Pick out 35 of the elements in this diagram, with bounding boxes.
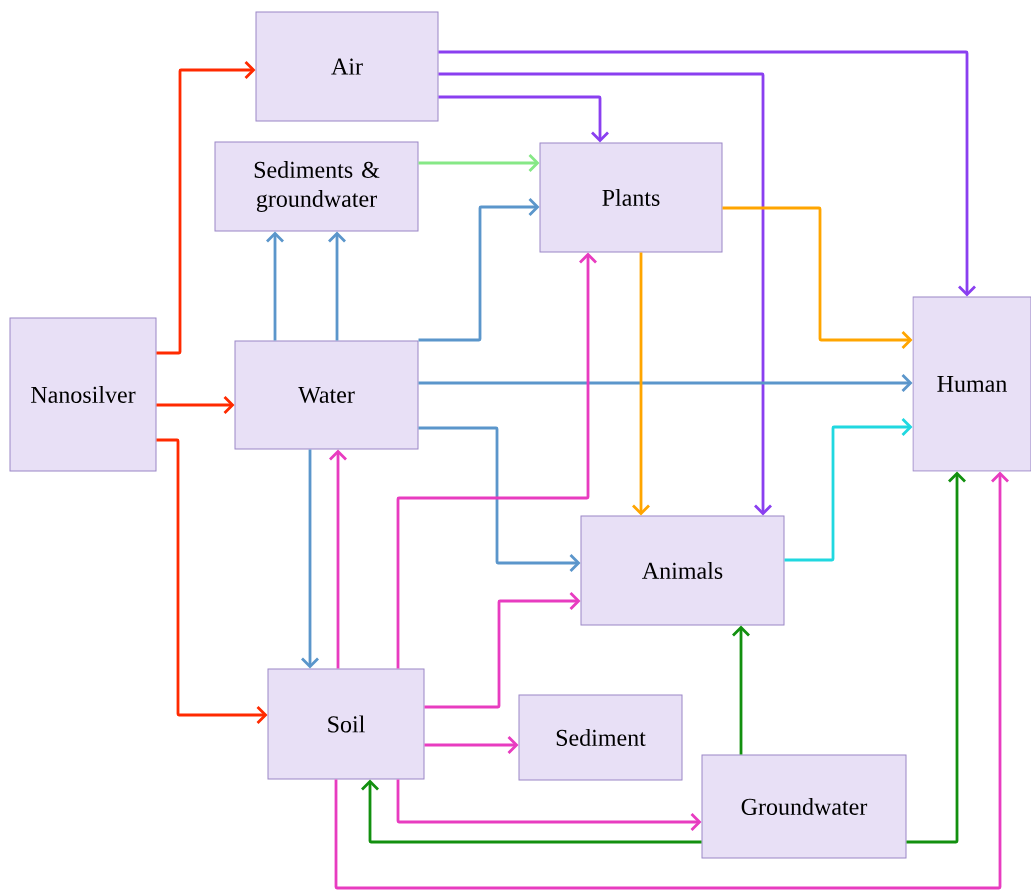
process-box: Sediments & groundwater [214, 141, 419, 232]
process-box: Plants [539, 142, 723, 253]
arrow [266, 231, 284, 341]
arrow [632, 252, 650, 516]
arrow [418, 154, 540, 172]
process-box: Nanosilver [9, 317, 157, 472]
process-box: Animals [580, 515, 785, 626]
process-box: Groundwater [701, 754, 907, 859]
process-box: Water [234, 340, 419, 450]
arrow [424, 592, 581, 709]
arrow [418, 426, 581, 572]
arrow [361, 779, 702, 844]
arrow [418, 198, 540, 342]
arrow [301, 449, 319, 669]
process-box: Soil [267, 668, 425, 780]
arrow [424, 736, 519, 754]
process-box: Human [912, 296, 1031, 472]
arrow [156, 438, 268, 724]
arrow [784, 418, 913, 562]
arrow [156, 61, 256, 355]
arrow [722, 206, 913, 349]
arrow [396, 779, 702, 831]
arrow [156, 396, 235, 414]
arrow [906, 471, 966, 844]
arrow [329, 449, 347, 669]
process-box: Air [255, 11, 439, 122]
arrow [418, 374, 913, 392]
arrow [438, 95, 609, 143]
arrow [438, 50, 976, 297]
arrow [334, 471, 1009, 890]
arrow [732, 625, 750, 755]
arrow [396, 252, 597, 669]
arrow [328, 231, 346, 341]
process-box: Sediment [518, 694, 683, 781]
arrow [438, 72, 772, 516]
